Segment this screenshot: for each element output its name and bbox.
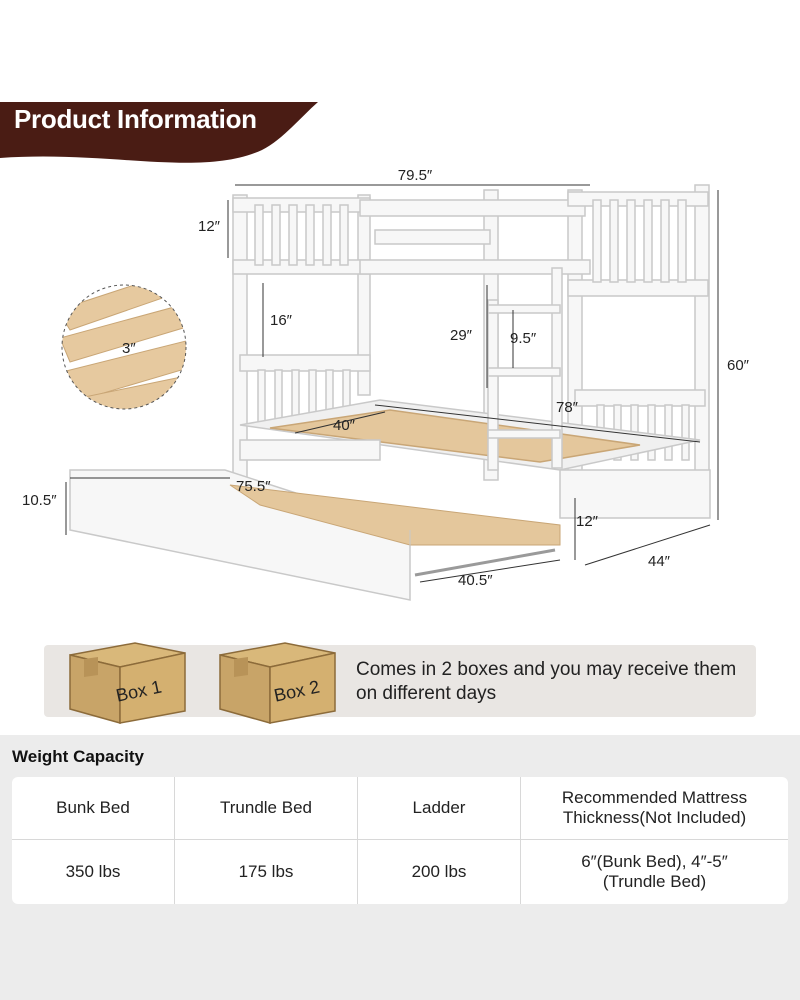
value-mattress-thickness: 6″(Bunk Bed), 4″-5″(Trundle Bed) bbox=[581, 852, 728, 891]
dimension-label: 44″ bbox=[648, 553, 671, 570]
value-trundle-bed: 175 lbs bbox=[175, 840, 358, 904]
bunk-bed-diagram: 79.5″ 12″ 16″ 3″ 29″ 9.5″ 60″ 40″ 78″ 75… bbox=[22, 167, 750, 601]
dimension-label: 60″ bbox=[727, 357, 750, 374]
dimension-label: 29″ bbox=[450, 327, 473, 344]
header-bunk-bed: Bunk Bed bbox=[12, 777, 175, 840]
box-icon: Box 2 bbox=[219, 642, 336, 724]
dimension-label: 3″ bbox=[122, 340, 136, 357]
header-ladder: Ladder bbox=[358, 777, 521, 840]
dimension-label: 40.5″ bbox=[458, 572, 493, 589]
weight-capacity-section: Weight Capacity Bunk Bed Trundle Bed Lad… bbox=[0, 735, 800, 1000]
shipping-note: Comes in 2 boxes and you may receive the… bbox=[356, 659, 737, 704]
dimension-label: 12″ bbox=[576, 513, 599, 530]
dimension-label: 16″ bbox=[270, 312, 293, 329]
value-ladder: 200 lbs bbox=[358, 840, 521, 904]
shipping-boxes-banner: Box 1 Box 2 Comes in 2 boxes and you may… bbox=[44, 642, 756, 724]
header-mattress-thickness: Recommended Mattress Thickness(Not Inclu… bbox=[521, 777, 788, 840]
dimension-label: 9.5″ bbox=[510, 330, 537, 347]
slat-detail-illustration bbox=[61, 284, 187, 410]
trundle-drawer bbox=[69, 469, 561, 601]
dimension-label: 40″ bbox=[333, 417, 356, 434]
table-header-row: Bunk Bed Trundle Bed Ladder Recommended … bbox=[12, 777, 788, 840]
weight-capacity-table: Bunk Bed Trundle Bed Ladder Recommended … bbox=[12, 777, 788, 904]
weight-capacity-title: Weight Capacity bbox=[12, 747, 144, 766]
header-trundle-bed: Trundle Bed bbox=[175, 777, 358, 840]
page-title: Product Information bbox=[14, 104, 257, 134]
header-banner bbox=[0, 102, 318, 163]
box-icon: Box 1 bbox=[69, 642, 186, 724]
dimension-label: 79.5″ bbox=[398, 167, 433, 184]
dimension-label: 12″ bbox=[198, 218, 221, 235]
dimension-label: 75.5″ bbox=[236, 478, 271, 495]
dimension-label: 78″ bbox=[556, 399, 579, 416]
table-row: 350 lbs 175 lbs 200 lbs 6″(Bunk Bed), 4″… bbox=[12, 840, 788, 904]
value-bunk-bed: 350 lbs bbox=[12, 840, 175, 904]
dimension-label: 10.5″ bbox=[22, 492, 57, 509]
bed-frame bbox=[232, 184, 711, 519]
